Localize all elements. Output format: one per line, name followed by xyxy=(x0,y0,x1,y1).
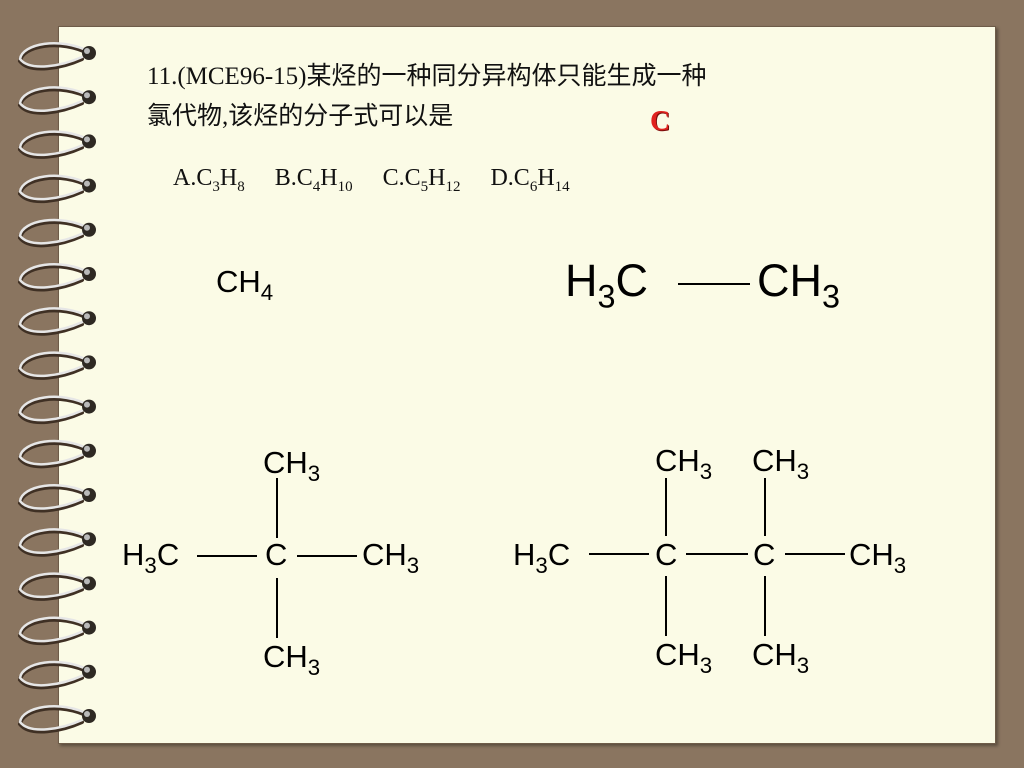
tmb-right-methyl: CH3 xyxy=(849,537,907,578)
tmb-center-bond xyxy=(686,553,748,555)
spiral-ring-icon xyxy=(17,41,96,71)
tmb-top-bond-2 xyxy=(764,478,766,536)
tmb-top-methyl-1: CH3 xyxy=(655,443,713,484)
spiral-ring-icon xyxy=(17,483,96,513)
spiral-ring-icon xyxy=(17,704,96,734)
notebook-page xyxy=(58,26,996,744)
tmb-carbon-1: C xyxy=(655,537,678,572)
spiral-ring-icon xyxy=(17,572,96,601)
tmb-bottom-bond-2 xyxy=(764,576,766,636)
neopentane-bottom-methyl: CH3 xyxy=(263,639,321,680)
spiral-ring-icon xyxy=(17,528,96,557)
spiral-ring-icon xyxy=(17,395,96,425)
methane-formula: CH4 xyxy=(216,264,274,305)
spiral-ring-icon xyxy=(17,351,96,380)
spiral-ring-icon xyxy=(17,660,96,690)
neopentane-top-methyl: CH3 xyxy=(263,445,321,486)
tmb-bottom-methyl-2: CH3 xyxy=(752,637,810,678)
neopentane-top-bond xyxy=(276,478,278,538)
spiral-ring-icon xyxy=(17,307,96,336)
tmb-left-methyl: H3C xyxy=(513,537,571,578)
ethane-right-group: CH3 xyxy=(757,255,841,315)
spiral-ring-icon xyxy=(17,262,96,292)
question-line-2: 氯代物,该烃的分子式可以是 xyxy=(147,103,454,130)
spiral-ring-icon xyxy=(17,86,96,115)
spiral-ring-icon xyxy=(17,174,96,204)
neopentane-left-bond xyxy=(197,555,257,557)
ethane-bond xyxy=(678,283,750,285)
tmb-bottom-bond-1 xyxy=(665,576,667,636)
spiral-binding xyxy=(17,41,96,734)
option-a: A.C3H8 xyxy=(173,165,245,195)
neopentane-center-carbon: C xyxy=(265,537,288,572)
question-line-1: 11.(MCE96-15)某烃的一种同分异构体只能生成一种 xyxy=(147,63,707,90)
option-d: D.C6H14 xyxy=(490,165,570,195)
neopentane-right-methyl: CH3 xyxy=(362,537,420,578)
neopentane-right-bond xyxy=(297,555,357,557)
spiral-ring-icon xyxy=(17,218,96,248)
neopentane-bottom-bond xyxy=(276,578,278,638)
neopentane-left-methyl: H3C xyxy=(122,537,180,578)
spiral-ring-icon xyxy=(17,439,96,469)
option-c: C.C5H12 xyxy=(382,165,461,195)
spiral-ring-icon xyxy=(17,616,96,646)
ethane-left-group: H3C xyxy=(565,255,649,315)
tmb-left-bond xyxy=(589,553,649,555)
spiral-ring-icon xyxy=(17,130,96,159)
tmb-bottom-methyl-1: CH3 xyxy=(655,637,713,678)
answer-options: A.C3H8 B.C4H10 C.C5H12 D.C6H14 xyxy=(173,165,570,196)
option-b: B.C4H10 xyxy=(274,165,353,195)
tmb-right-bond xyxy=(785,553,845,555)
tmb-top-bond-1 xyxy=(665,478,667,536)
tmb-top-methyl-2: CH3 xyxy=(752,443,810,484)
answer-mark: C xyxy=(650,106,671,137)
tmb-carbon-2: C xyxy=(753,537,776,572)
